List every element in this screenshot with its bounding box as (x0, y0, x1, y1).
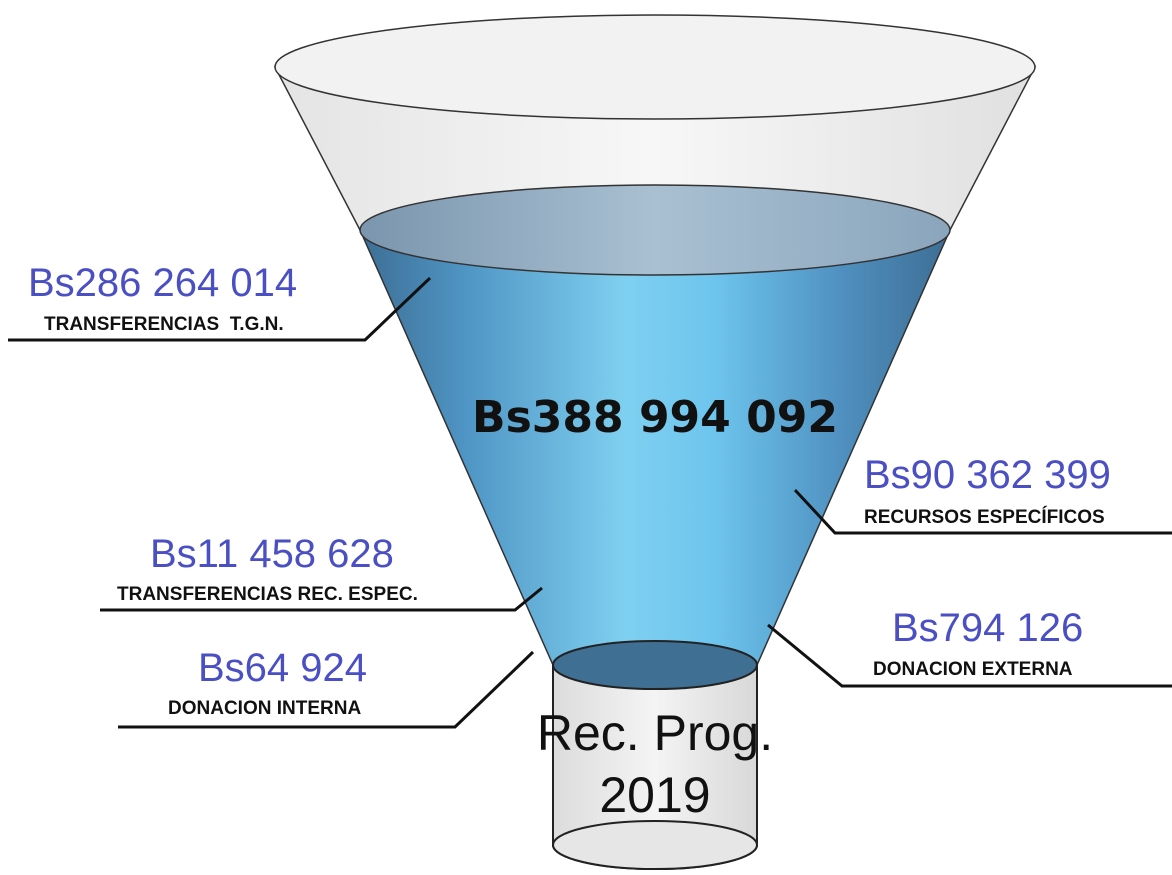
label-tgn: TRANSFERENCIAS T.G.N. (44, 314, 284, 335)
spout-label-line1: Rec. Prog. (537, 705, 773, 761)
label-recursos-especificos: RECURSOS ESPECÍFICOS (864, 506, 1105, 528)
source-labels: Bs286 264 014 TRANSFERENCIAS T.G.N. Bs11… (28, 261, 1111, 719)
amount-donacion-interna: Bs64 924 (198, 646, 367, 690)
leader-line-rec-espec (100, 586, 543, 612)
funnel-liquid (358, 184, 952, 690)
spout (552, 664, 758, 870)
label-donacion-externa: DONACION EXTERNA (873, 659, 1073, 680)
funnel-glass (273, 14, 1037, 231)
label-rec-espec: TRANSFERENCIAS REC. ESPEC. (117, 584, 418, 605)
total-amount: Bs388 994 092 (472, 392, 838, 443)
leader-line-recursos-especificos (793, 488, 1172, 535)
amount-donacion-externa: Bs794 126 (892, 606, 1083, 650)
label-donacion-interna: DONACION INTERNA (168, 698, 361, 719)
leader-line-donacion-interna (118, 650, 535, 729)
leader-lines (8, 276, 1172, 729)
amount-tgn: Bs286 264 014 (28, 261, 297, 305)
leader-line-tgn (8, 276, 432, 342)
leader-line-donacion-externa (767, 623, 1172, 688)
amount-rec-espec: Bs11 458 628 (150, 532, 394, 576)
spout-label-line2: 2019 (599, 767, 710, 823)
amount-recursos-especificos: Bs90 362 399 (864, 453, 1111, 497)
